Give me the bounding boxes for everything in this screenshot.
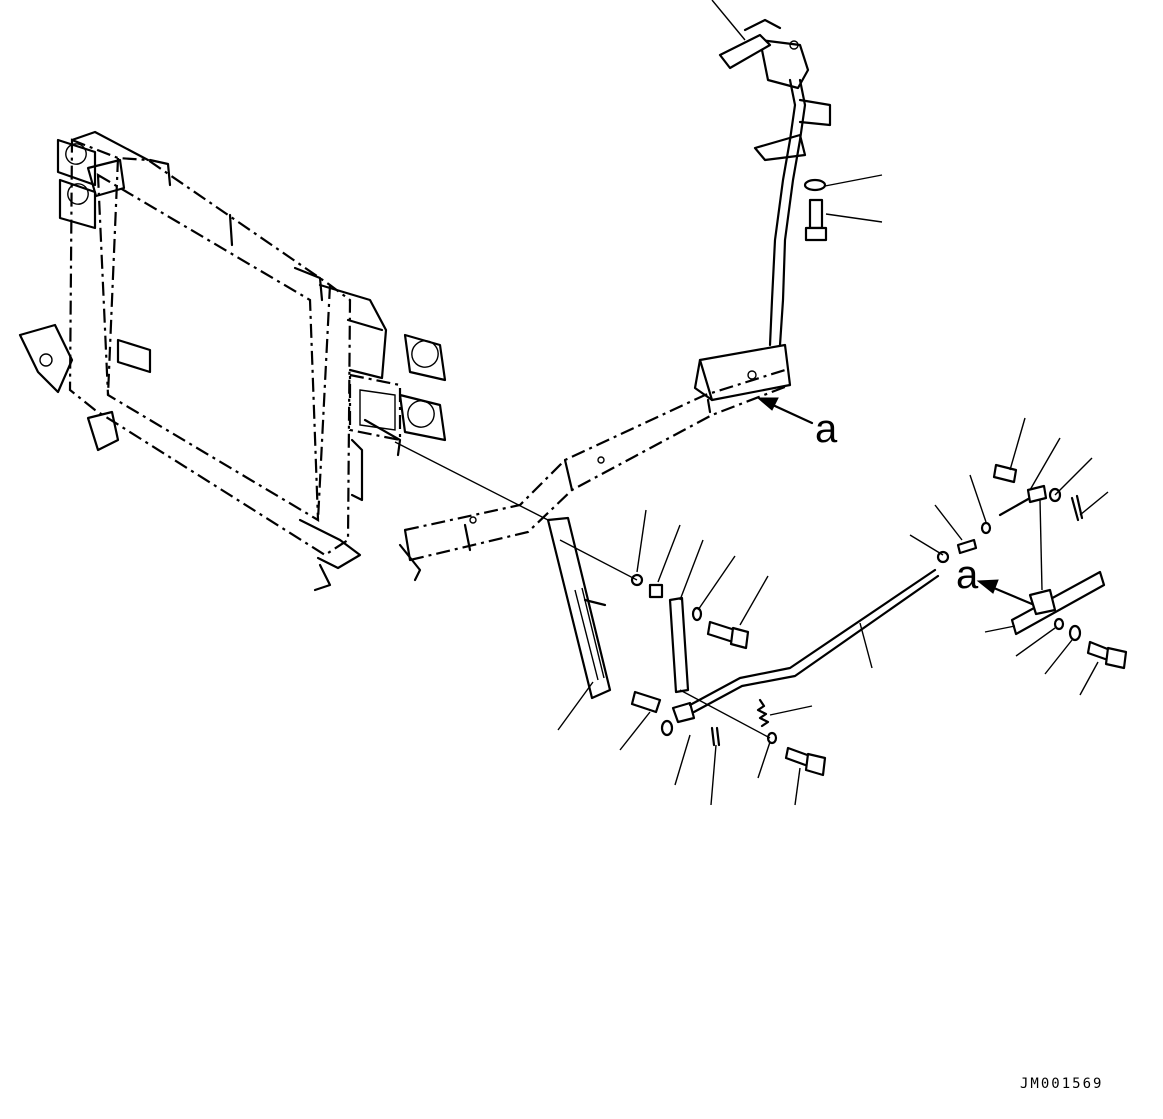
washer-pin xyxy=(660,719,674,737)
nut-rod-end xyxy=(936,550,950,564)
rod-end-right xyxy=(998,484,1048,517)
lever-arm xyxy=(668,596,690,694)
bolt-lower xyxy=(784,746,827,777)
assembly-lines xyxy=(394,441,771,739)
view-arrow-upper xyxy=(756,397,814,425)
vertical-rod xyxy=(718,18,832,347)
pin-right xyxy=(956,538,978,555)
cotter-pin-right xyxy=(1070,494,1084,522)
drawing-code: JM001569 xyxy=(1020,1076,1103,1092)
bracket-plate xyxy=(546,516,612,700)
support-bar xyxy=(398,343,792,582)
bolt-upper xyxy=(804,198,828,242)
view-label-a-upper: a xyxy=(815,407,838,451)
nut-right xyxy=(980,521,992,535)
bolt-lever xyxy=(706,620,750,650)
collar xyxy=(648,583,664,599)
pin-clevis xyxy=(630,690,662,714)
washer-pedal xyxy=(1068,624,1082,642)
cotter-pin-lower xyxy=(710,726,721,747)
leader-lines xyxy=(557,0,1109,806)
washer-upper xyxy=(803,178,827,192)
control-rod xyxy=(688,568,940,714)
bolt-right-top xyxy=(992,463,1018,484)
pedal-bar xyxy=(1010,499,1106,636)
clevis-joint xyxy=(671,701,696,724)
shroud-assembly xyxy=(348,333,447,457)
view-label-a-lower: a xyxy=(956,553,979,597)
bolt-pedal xyxy=(1086,640,1128,670)
washer-lever xyxy=(691,606,703,622)
radiator-frame xyxy=(18,130,388,592)
view-arrow-lower xyxy=(976,579,1034,606)
spring xyxy=(756,698,770,728)
nut-pedal xyxy=(1053,617,1065,631)
washer-spring xyxy=(766,731,778,745)
